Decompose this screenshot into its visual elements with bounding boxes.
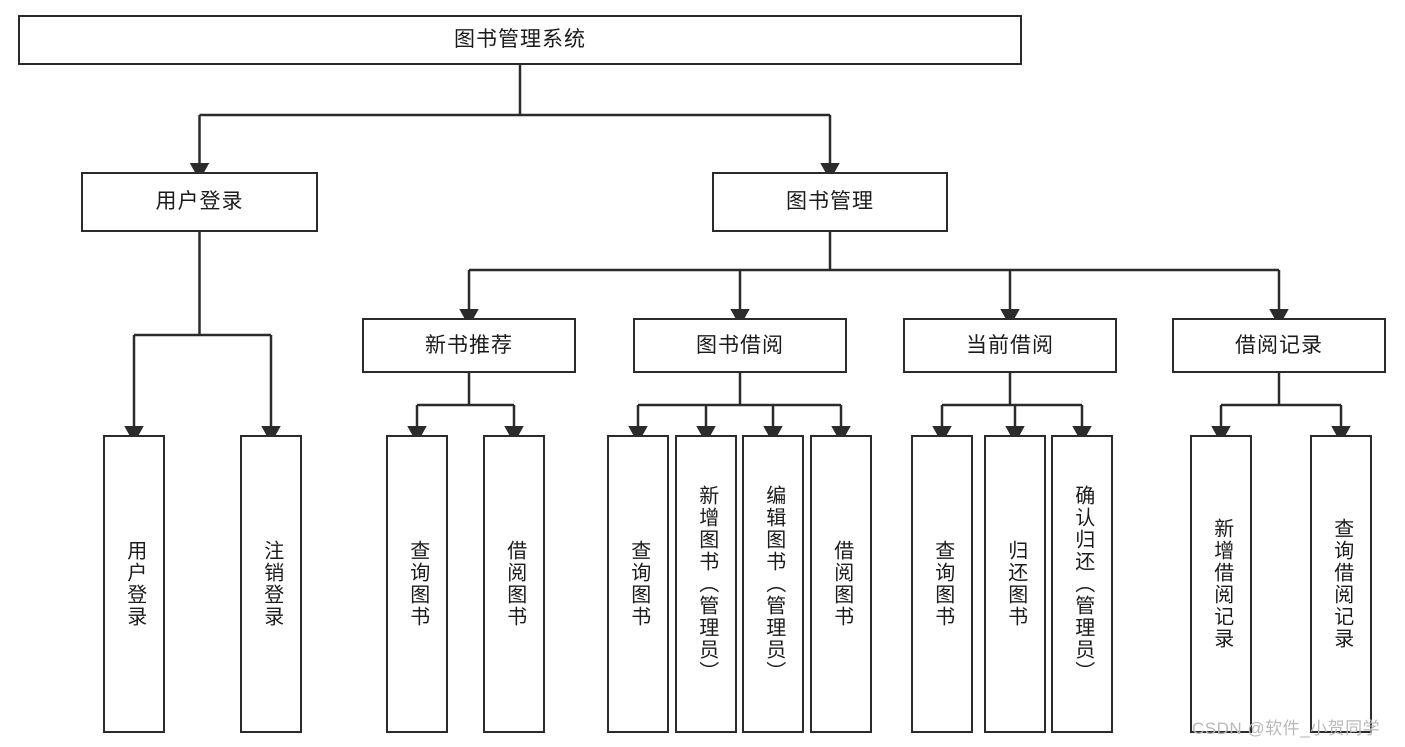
node-login[interactable]: 用户登录	[81, 172, 318, 232]
edge-group	[124, 65, 1351, 444]
node-leaf-cur-3[interactable]: 确认归还（管理员）	[1051, 435, 1113, 733]
node-label: 图书管理	[786, 190, 874, 214]
node-label: 借阅记录	[1235, 333, 1323, 357]
node-label: 图书管理系统	[454, 28, 586, 52]
node-leaf-login-1[interactable]: 用户登录	[103, 435, 165, 733]
node-leaf-cur-1[interactable]: 查询图书	[911, 435, 973, 733]
node-leaf-borrow-2[interactable]: 新增图书（管理员）	[675, 435, 737, 733]
node-label: 查询图书	[406, 540, 429, 628]
node-bookmgmt[interactable]: 图书管理	[712, 172, 948, 232]
node-label: 新增借阅记录	[1210, 518, 1233, 650]
node-leaf-rec-2[interactable]: 查询借阅记录	[1310, 435, 1372, 733]
node-leaf-new-1[interactable]: 查询图书	[386, 435, 448, 733]
node-leaf-borrow-4[interactable]: 借阅图书	[810, 435, 872, 733]
node-label: 注销登录	[260, 540, 283, 628]
node-borrow[interactable]: 图书借阅	[633, 318, 847, 373]
node-leaf-borrow-1[interactable]: 查询图书	[607, 435, 669, 733]
node-label: 图书借阅	[696, 333, 784, 357]
node-current[interactable]: 当前借阅	[903, 318, 1117, 373]
node-records[interactable]: 借阅记录	[1172, 318, 1386, 373]
node-leaf-rec-1[interactable]: 新增借阅记录	[1190, 435, 1252, 733]
node-leaf-cur-2[interactable]: 归还图书	[984, 435, 1046, 733]
node-label: 借阅图书	[830, 540, 853, 628]
node-leaf-new-2[interactable]: 借阅图书	[483, 435, 545, 733]
node-label: 新增图书（管理员）	[695, 485, 718, 683]
node-label: 确认归还（管理员）	[1071, 485, 1094, 683]
node-label: 新书推荐	[425, 333, 513, 357]
node-label: 借阅图书	[503, 540, 526, 628]
node-label: 用户登录	[123, 540, 146, 628]
node-label: 归还图书	[1004, 540, 1027, 628]
node-leaf-borrow-3[interactable]: 编辑图书（管理员）	[742, 435, 804, 733]
node-label: 用户登录	[155, 190, 244, 214]
node-label: 查询图书	[627, 540, 650, 628]
node-label: 编辑图书（管理员）	[762, 485, 785, 683]
node-newbook[interactable]: 新书推荐	[362, 318, 576, 373]
node-root[interactable]: 图书管理系统	[18, 15, 1022, 65]
node-label: 当前借阅	[966, 333, 1054, 357]
node-label: 查询图书	[931, 540, 954, 628]
node-label: 查询借阅记录	[1330, 518, 1353, 650]
node-leaf-login-2[interactable]: 注销登录	[240, 435, 302, 733]
